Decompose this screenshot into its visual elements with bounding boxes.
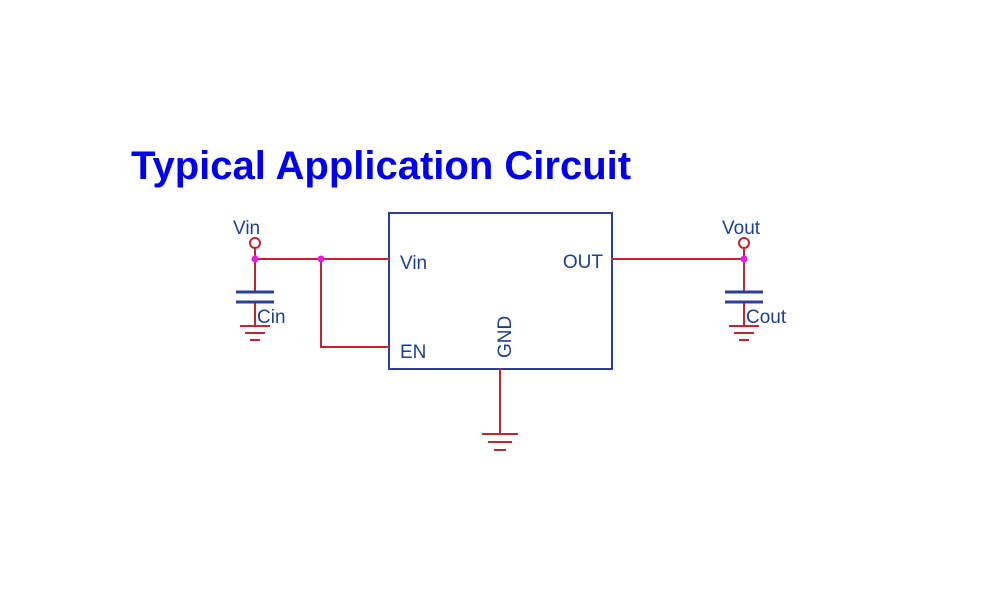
capacitor-symbol xyxy=(236,290,274,304)
node-label-vin: Vin xyxy=(233,218,260,239)
pin-label-gnd: GND xyxy=(495,316,516,358)
vout-terminal-icon xyxy=(738,237,750,249)
pin-label-vin: Vin xyxy=(400,253,427,274)
vin-terminal-icon xyxy=(249,237,261,249)
capacitor-label-cout: Cout xyxy=(746,307,787,328)
pin-label-out: OUT xyxy=(563,252,604,273)
ground-symbol xyxy=(240,325,270,341)
junction-dot-icon xyxy=(317,255,325,263)
pin-label-en: EN xyxy=(400,342,426,363)
page-title: Typical Application Circuit xyxy=(131,144,632,188)
capacitor-symbol xyxy=(725,290,763,304)
node-label-vout: Vout xyxy=(722,218,761,239)
ground-symbol xyxy=(482,433,518,451)
junction-dot-icon xyxy=(251,255,259,263)
capacitor-label-cin: Cin xyxy=(257,307,286,328)
ground-symbol xyxy=(729,325,759,341)
junction-dot-icon xyxy=(740,255,748,263)
